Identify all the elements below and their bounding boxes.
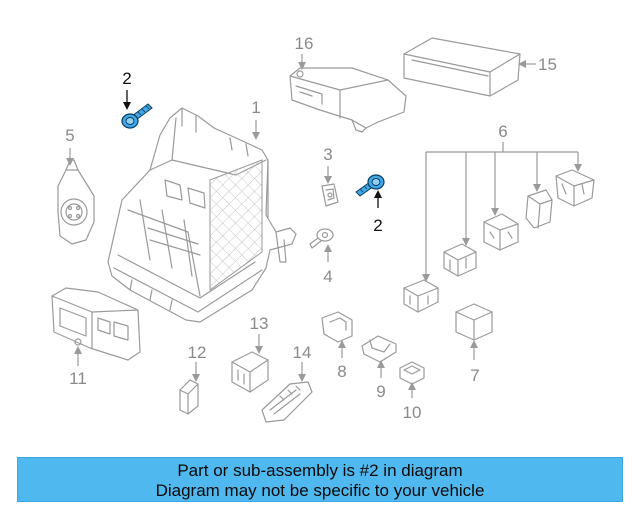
- fuse-part-12: [179, 379, 199, 415]
- module-part-16: [289, 67, 407, 133]
- callout-1: 1: [251, 98, 260, 117]
- callout-4: 4: [323, 267, 332, 286]
- bolt-part-2-upper: [121, 103, 153, 129]
- part-info-banner: Part or sub-assembly is #2 in diagram Di…: [17, 457, 623, 502]
- callout-8: 8: [337, 362, 346, 381]
- control-module-part-15: [403, 37, 521, 97]
- fuse-box-housing: [107, 107, 297, 323]
- relay-group-part-6: [403, 169, 595, 313]
- callout-11: 11: [69, 369, 87, 388]
- banner-line-2: Diagram may not be specific to your vehi…: [155, 481, 485, 500]
- callout-15: 15: [538, 55, 557, 74]
- callout-9: 9: [376, 382, 385, 401]
- relay-block-part-7: [455, 303, 493, 341]
- callout-2-lower: 2: [373, 216, 382, 235]
- buzzer-part-5: [57, 159, 95, 245]
- callout-14: 14: [293, 343, 312, 362]
- callout-10: 10: [403, 403, 422, 422]
- push-pin-part-4: [309, 228, 334, 249]
- connector-part-10: [399, 361, 425, 385]
- clip-part-3: [321, 183, 339, 207]
- bolt-part-2-lower: [355, 174, 385, 197]
- callout-2-upper: 2: [122, 69, 131, 88]
- callout-12: 12: [188, 343, 207, 362]
- callout-13: 13: [250, 314, 269, 333]
- parts-diagram: 1 2 2 3 4 5 6 7 8 9 10 11 12 13: [51, 34, 595, 423]
- callout-16: 16: [295, 34, 314, 53]
- callout-6: 6: [498, 122, 507, 141]
- callout-7: 7: [470, 366, 479, 385]
- connector-part-13: [231, 351, 269, 393]
- bracket-part-9: [361, 335, 397, 363]
- clip-part-8: [321, 311, 353, 343]
- callout-5: 5: [65, 126, 74, 145]
- callout-3: 3: [323, 145, 332, 164]
- banner-line-1: Part or sub-assembly is #2 in diagram: [177, 461, 463, 480]
- junction-block-part-11: [51, 287, 141, 361]
- fuse-puller-part-14: [261, 381, 313, 423]
